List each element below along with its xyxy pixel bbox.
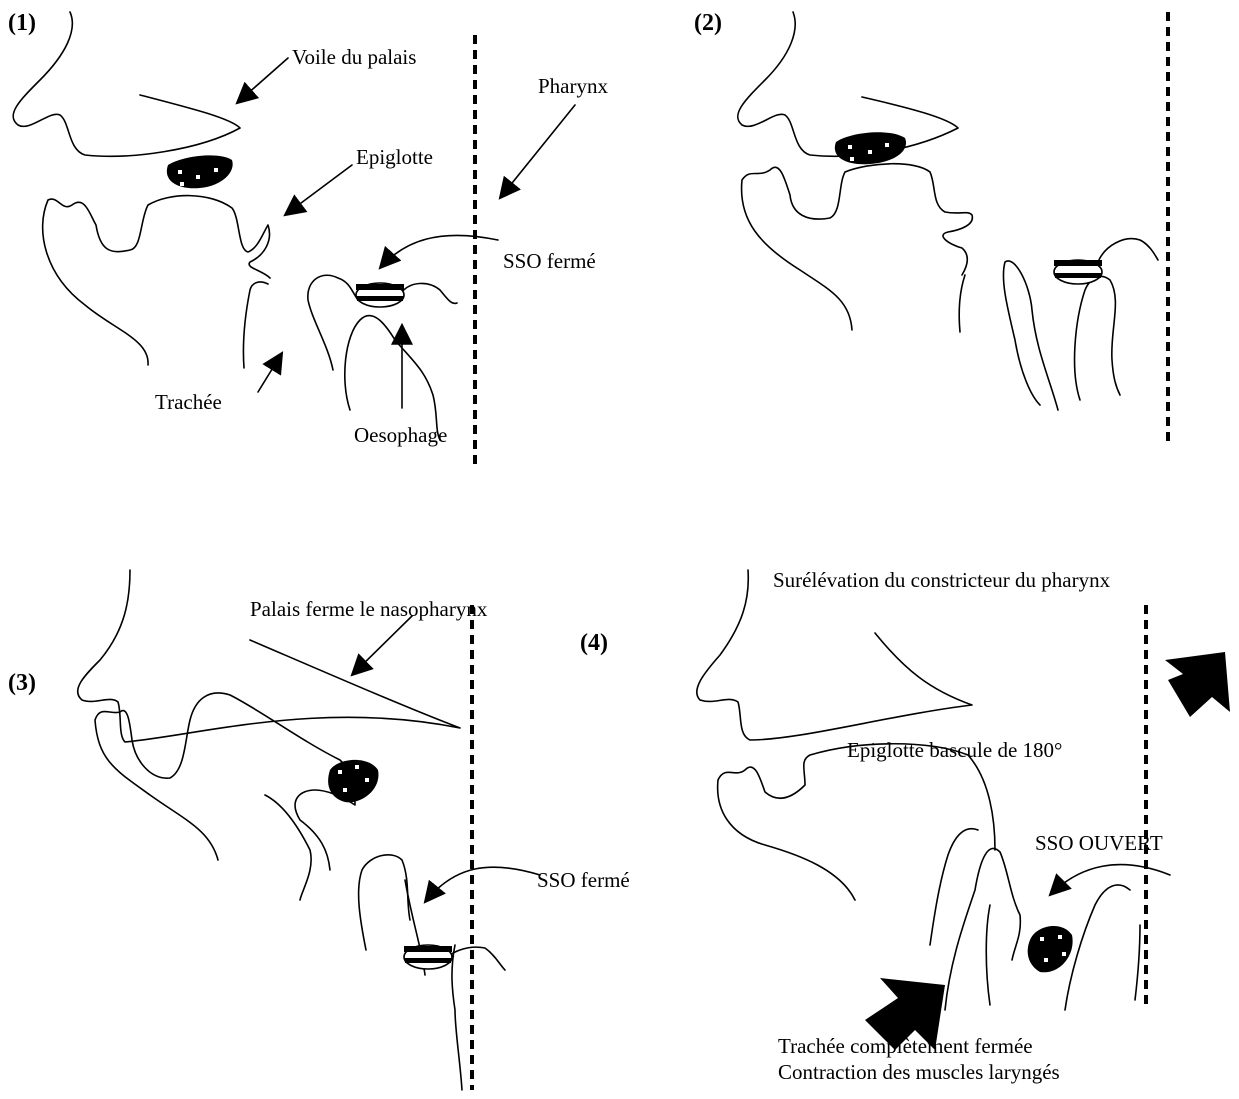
panel-4-label-contraction: Contraction des muscles laryngés [778, 1060, 1060, 1084]
panel-2-sso-closed-sphincter [1054, 260, 1102, 284]
panel-4-epiglottis-outline [718, 744, 995, 900]
panel-1-number: (1) [8, 10, 36, 36]
panel-2-oesophagus-outline [1003, 261, 1058, 410]
panel-3-arrow-sso [425, 867, 540, 902]
panel-4-label-epiglotte: Epiglotte bascule de 180° [847, 738, 1062, 762]
panel-1-label-pharynx: Pharynx [538, 74, 608, 98]
panel-4-food-bolus [1028, 926, 1073, 972]
panel-1-sso-closed-sphincter [356, 283, 404, 307]
panel-2-number: (2) [694, 10, 722, 36]
panel-3-number: (3) [8, 670, 36, 696]
panel-4-label-trachee: Trachée complètement fermée [778, 1034, 1033, 1058]
panel-2-trachea-wall [959, 275, 965, 332]
panel-4-larynx-outline [945, 848, 1020, 1010]
panel-1: (1) Voile du palais Pharynx Epi [8, 10, 608, 470]
panel-2-palate-outline [738, 12, 958, 156]
panel-4-label-surelevation: Surélévation du constricteur du pharynx [773, 568, 1111, 592]
panel-1-label-epiglotte: Epiglotte [356, 145, 433, 169]
panel-2-tongue-outline [742, 164, 973, 330]
panel-3: (3) Palais ferme le nasopharynx SSO ferm… [8, 570, 630, 1090]
panel-3-label-sso: SSO fermé [537, 868, 630, 892]
panel-3-label-palais: Palais ferme le nasopharynx [250, 597, 488, 621]
panel-1-arrow-trachee [258, 353, 282, 392]
panel-4-palate-outline [697, 570, 972, 740]
panel-1-trachea-wall [243, 282, 268, 368]
panel-3-arrow-palais [352, 616, 412, 675]
panel-1-oesophagus-outline-2 [345, 316, 440, 440]
panel-1-food-bolus [167, 155, 233, 188]
panel-1-tongue-outline [43, 196, 270, 365]
panel-3-trachea-wall [359, 855, 410, 950]
panel-1-oesophagus-outline [308, 275, 358, 370]
panel-3-tongue-inner [265, 795, 311, 900]
panel-4: (4) Surélévation du constricteur du phar… [580, 568, 1230, 1084]
panel-4-label-sso: SSO OUVERT [1035, 831, 1163, 855]
panel-1-label-voile: Voile du palais [292, 45, 416, 69]
panel-4-trachea-wall [930, 829, 978, 945]
panel-1-arrow-pharynx [500, 105, 575, 198]
panel-1-label-trachee: Trachée [155, 390, 222, 414]
panel-1-arrow-voile [237, 58, 288, 103]
panel-1-arrow-sso [380, 235, 498, 268]
panel-3-sso-closed-sphincter [404, 945, 452, 969]
panel-4-number: (4) [580, 630, 608, 656]
panel-3-palate-outline [78, 570, 460, 742]
panel-2-food-bolus [835, 132, 906, 164]
panel-2: (2) [694, 10, 1168, 445]
panel-1-palate-outline [13, 12, 240, 156]
panel-4-block-arrow-up [1165, 652, 1230, 717]
panel-1-arrow-epiglotte [285, 165, 352, 215]
panel-1-label-sso: SSO fermé [503, 249, 596, 273]
panel-3-food-bolus [328, 760, 378, 803]
panel-3-tongue-outline [95, 693, 355, 870]
panel-1-label-oesophage: Oesophage [354, 423, 447, 447]
panel-4-arrow-sso [1050, 865, 1170, 895]
